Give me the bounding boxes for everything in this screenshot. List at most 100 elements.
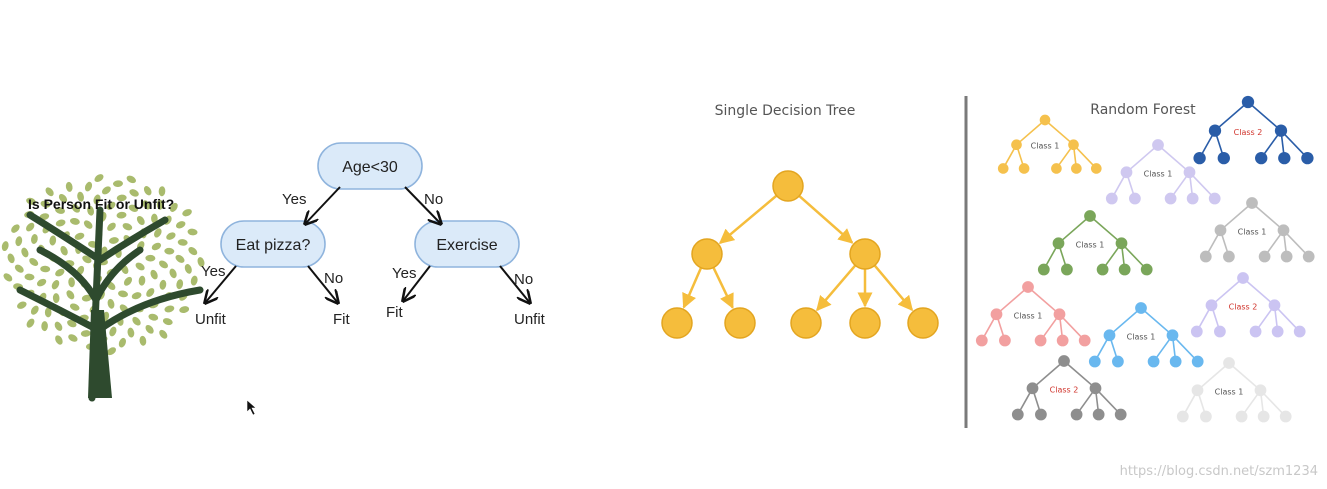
forest-node [1208,192,1221,205]
edge-left-left [205,265,237,303]
leaf-shape [150,269,158,280]
forest-node [1135,302,1147,314]
forest-node [1176,410,1189,423]
node-eat-pizza-label: Eat pizza? [236,237,311,254]
edge-label-yes: Yes [392,265,416,282]
leaf-shape [7,253,15,264]
forest-node [1271,325,1284,338]
leaf-shape [21,247,29,258]
leaf-shape [166,232,176,240]
leaf-shape [24,273,35,281]
node-eat-pizza: Eat pizza? [220,220,326,268]
forest-node [1183,166,1196,179]
forest-edge [1210,277,1244,306]
node-age: Age<30 [317,142,423,190]
leaf-shape [162,318,173,326]
forest-node [1089,382,1102,395]
leaf-shape [179,306,190,314]
leaf-shape [93,194,101,205]
forest-edge [1057,215,1091,244]
leaf-shape [82,255,92,264]
forest-node [1120,166,1133,179]
forest-class-label: Class 1 [1076,241,1105,250]
leaf-shape [176,279,184,290]
leaf-shape [175,221,186,229]
forest-node [1166,329,1179,342]
forest-edge [1282,229,1310,258]
tree-edge [712,266,734,310]
forest-tree: Class 1 [975,281,1091,347]
forest-node [1112,355,1124,368]
leaf-shape [65,181,73,192]
forest-class-label: Class 2 [1234,128,1263,137]
leaf-shape [123,276,133,286]
forest-node [1115,237,1128,250]
leaf-shape [145,324,154,334]
forest-node [1254,384,1267,397]
forest-edge [1171,334,1199,363]
forest-node [1255,151,1268,165]
forest-node [1199,250,1212,263]
tree-node [849,238,881,270]
forest-edge [1273,304,1301,333]
forest-node [1037,263,1050,276]
forest-node [1302,250,1315,263]
leaf-shape [17,301,27,309]
tree-node [849,307,881,339]
tree-edge [873,264,914,312]
leaf-shape [66,290,75,300]
leaf-shape [108,237,119,244]
forest-node [1129,192,1141,205]
forest-edge [1015,119,1046,146]
leaf-shape [51,280,60,290]
leaf-shape [136,215,145,226]
forest-node [1237,272,1249,284]
leaf-shape [69,303,80,311]
forest-node [1280,250,1293,263]
forest-tree: Class 2 [1193,95,1314,165]
forest-edge [1072,144,1097,170]
tree-node [907,307,939,339]
edge-label-no: No [424,191,443,208]
forest-class-label: Class 1 [1215,388,1244,397]
leaf-shape [40,200,51,208]
leaf-shape [29,258,39,266]
forest-edge [995,286,1029,315]
leaf-shape [60,245,68,256]
leaf-shape [126,175,136,184]
leaf-label: Fit [386,304,403,321]
leaf-shape [107,298,115,309]
edge-right-left [403,265,431,301]
leaf-shape [54,321,63,331]
forest-edge [1259,389,1287,418]
forest-node [1071,163,1082,174]
edge-label-yes: Yes [201,263,225,280]
forest-node [1070,408,1083,421]
forest-node [1191,384,1204,397]
tree-edge [718,194,778,245]
leaf-shape [118,337,127,348]
forest-node [1140,263,1153,276]
forest-edge [1280,130,1308,159]
forest-node [1169,355,1182,368]
forest-edge [1089,215,1123,244]
forest-node [1301,151,1314,165]
forest-node [1223,250,1235,263]
forest-edge [1125,144,1159,173]
leaf-shape [84,181,93,192]
forest-node [975,334,988,347]
leaf-shape [129,189,139,197]
leaf-shape [106,347,117,356]
forest-node [1018,163,1030,174]
leaf-shape [154,228,162,238]
leaf-shape [55,268,65,277]
edge-label-no: No [324,270,343,287]
tree-node [772,170,804,202]
leaf-shape [158,260,169,269]
forest-edge [1058,313,1086,342]
tree-edge [816,264,857,312]
forest-node [1214,325,1226,338]
leaf-shape [135,262,145,271]
forest-node [1258,250,1271,263]
leaf-shape [49,235,57,246]
